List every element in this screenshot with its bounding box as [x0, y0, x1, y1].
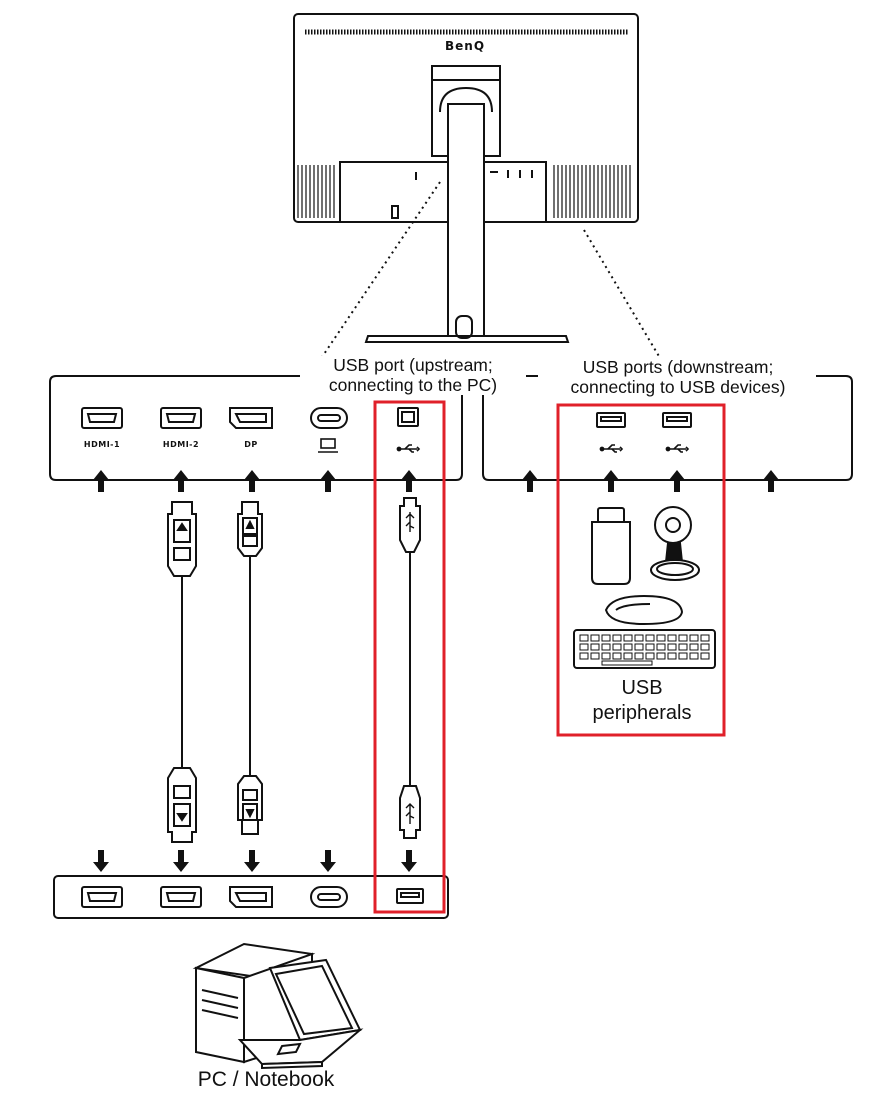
cables: [167, 497, 421, 843]
peripherals-highlight: [556, 403, 726, 737]
usb-icon: [405, 512, 415, 824]
pc-hdmi-port: [81, 886, 123, 908]
pc-notebook-label: PC / Notebook: [197, 1068, 335, 1091]
pc-glyph-icon: [318, 438, 338, 453]
usb-downstream-label: USB ports (downstream; connecting to USB…: [540, 357, 816, 398]
hdmi1-port-label: HDMI-1: [83, 440, 121, 449]
dp-port-label: DP: [244, 440, 258, 449]
hdmi1-port: [81, 407, 123, 429]
webcam-icon: [650, 506, 700, 581]
upstream-usb-highlight: [373, 400, 446, 914]
usb-icon: [665, 444, 690, 453]
highlight-boxes: [373, 400, 726, 914]
usb-a-port-2: [662, 412, 692, 428]
down-arrow-icon: [93, 850, 417, 872]
usb-b-port: [397, 407, 419, 427]
keyboard-icon: [573, 629, 716, 669]
usb-peripherals-line2: peripherals: [592, 702, 692, 724]
usb-peripherals-label: USB peripherals: [572, 676, 712, 726]
laptop-icon: [237, 958, 364, 1070]
pc-usb-a-port: [396, 888, 424, 904]
monitor-ports: [81, 407, 692, 429]
monitor-brand-logo: BenQ: [444, 39, 486, 53]
pc-dp-port: [229, 886, 273, 908]
pc-usb-c-port: [310, 886, 348, 908]
mouse-icon: [604, 594, 684, 626]
usb-upstream-line1: USB port (upstream;: [333, 355, 493, 375]
usb-icon: [396, 444, 421, 453]
pc-port-panel: [53, 875, 449, 919]
usb-downstream-line2: connecting to USB devices): [570, 376, 786, 397]
usb-upstream-line2: connecting to the PC): [328, 374, 498, 395]
usb-downstream-line1: USB ports (downstream;: [582, 357, 774, 377]
pc-hdmi-port: [160, 886, 202, 908]
hdmi2-port-label: HDMI-2: [162, 440, 200, 449]
usb-c-port: [310, 407, 348, 429]
usb-upstream-label: USB port (upstream; connecting to the PC…: [300, 355, 526, 396]
monitor-rear: [293, 13, 639, 343]
dp-port: [229, 407, 273, 429]
usb-a-port-1: [596, 412, 626, 428]
usb-peripherals-line1: USB: [621, 677, 663, 699]
pc-ports: [81, 886, 424, 908]
leader-lines: [319, 181, 661, 361]
port-glyphs: [318, 438, 690, 453]
hdmi2-port: [160, 407, 202, 429]
up-arrow-icon: [93, 470, 779, 492]
usb-icon: [599, 444, 624, 453]
usb-stick-icon: [591, 507, 631, 585]
